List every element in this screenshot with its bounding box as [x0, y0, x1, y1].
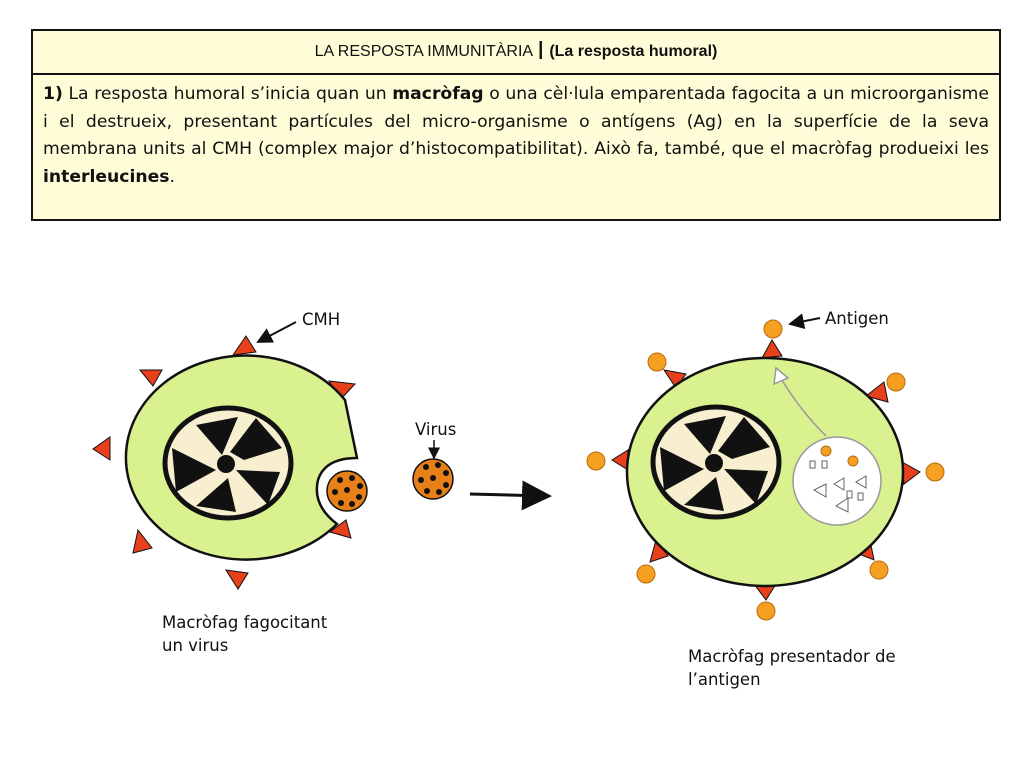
left-macrophage [92, 335, 368, 590]
antigens [586, 319, 945, 621]
title-subtitle: (La resposta humoral) [549, 43, 718, 60]
title-separator: I [537, 35, 545, 65]
left-receptors [92, 335, 357, 590]
label-antigen: Antigen [825, 309, 889, 328]
cmh-receptor-icon [225, 569, 249, 590]
cmh-receptor-icon [611, 449, 629, 471]
transport-arrowhead-icon [773, 366, 790, 386]
cmh-receptor-icon [328, 519, 352, 539]
label-cmh: CMH [302, 310, 341, 329]
term-interleucines: interleucines [43, 166, 170, 187]
antigen-icon [586, 451, 606, 471]
transport-arrow [781, 379, 827, 437]
antigen-fragment-icon [847, 455, 859, 467]
left-chromatin [172, 417, 282, 512]
antigen-icon [869, 560, 889, 580]
digestion-vesicle [792, 436, 882, 526]
info-box: LA RESPOSTA IMMUNITÀRIA I (La resposta h… [31, 29, 1001, 221]
cmh-receptor-icon [901, 461, 921, 485]
description-paragraph: 1) La resposta humoral s’inicia quan un … [33, 75, 999, 191]
antigen-icon [647, 352, 667, 372]
right-chromatin [660, 416, 770, 511]
paragraph-text-2: o una cèl·lula emparentada fagocita a un… [43, 84, 989, 159]
step-number: 1) [43, 84, 63, 104]
caption-left: Macròfag fagocitant un virus [162, 611, 327, 657]
cmh-receptor-icon [132, 528, 153, 554]
page-title: LA RESPOSTA IMMUNITÀRIA I (La resposta h… [33, 31, 999, 75]
antigen-fragment-icon [820, 445, 832, 457]
title-main: LA RESPOSTA IMMUNITÀRIA [314, 43, 534, 60]
cmh-pointer-arrow [256, 321, 297, 343]
cmh-receptor-icon [864, 381, 889, 403]
antigen-pointer-arrow [788, 313, 821, 330]
caption-right: Macròfag presentador de l’antigen [688, 645, 896, 691]
cmh-receptor-icon [138, 369, 163, 387]
antigen-icon [925, 462, 945, 482]
antigen-icon [886, 372, 906, 392]
antigen-icon [763, 319, 783, 339]
caption-right-line1: Macròfag presentador de [688, 647, 896, 666]
process-arrow [469, 480, 552, 511]
paragraph-text-1: La resposta humoral s’inicia quan un [62, 84, 393, 104]
right-macrophage [586, 319, 945, 621]
caption-right-line2: l’antigen [688, 670, 761, 689]
engulfed-virus-icon [326, 470, 368, 512]
paragraph-text-3: . [169, 166, 175, 187]
antigen-icon [636, 564, 656, 584]
virus-icon [412, 458, 454, 500]
caption-left-line1: Macròfag fagocitant [162, 613, 328, 632]
caption-left-line2: un virus [162, 636, 229, 655]
cmh-receptor-icon [231, 335, 257, 356]
term-macrofag: macròfag [392, 84, 484, 104]
antigen-icon [756, 601, 776, 621]
label-virus: Virus [415, 420, 457, 439]
cmh-receptor-icon [761, 339, 783, 359]
cmh-receptor-icon [92, 436, 111, 461]
